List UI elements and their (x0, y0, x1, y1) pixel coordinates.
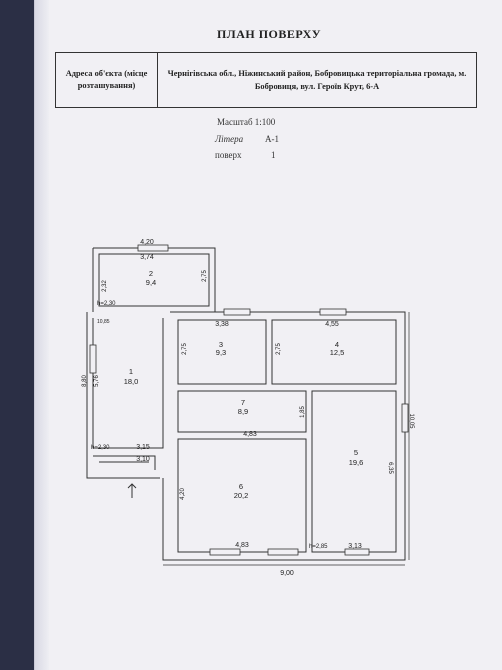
dim-r3-width: 3,38 (215, 321, 229, 328)
dim-left-inner: 5,76 (94, 375, 100, 387)
room-7-number: 7 (241, 398, 245, 407)
dim-r2-right: 2,75 (202, 270, 208, 282)
dim-w-313: 3,13 (348, 543, 362, 550)
page-title: ПЛАН ПОВЕРХУ (216, 27, 322, 41)
address-label: Адреса об'єкта (місце розташування) (56, 53, 158, 107)
scale-text: Масштаб 1:100 (217, 117, 276, 127)
dim-r6-height: 4,20 (180, 488, 186, 500)
dim-h-285: h=2,85 (309, 544, 328, 550)
dim-right-outer: 10,05 (408, 413, 414, 429)
address-value: Чернігівська обл., Ніжинський район, Боб… (167, 69, 467, 91)
room-2-number: 2 (149, 269, 153, 278)
document-page: ПЛАН ПОВЕРХУ Адреса об'єкта (місце розта… (34, 0, 502, 670)
dim-h-mid: h=2,30 (91, 445, 110, 451)
floor-label: поверх (215, 150, 242, 160)
dim-r2-left: 2,32 (102, 280, 108, 292)
room-5-area: 19,6 (349, 458, 364, 467)
room-1-number: 1 (129, 367, 133, 376)
dim-top-outer: 4,20 (140, 239, 154, 246)
dim-w-310: 3,10 (136, 456, 150, 463)
dim-r4-height: 2,75 (276, 343, 282, 355)
room-1-area: 18,0 (124, 377, 139, 386)
room-2-area: 9,4 (146, 278, 156, 287)
dim-r6-width: 4,83 (235, 542, 249, 549)
dim-w-315: 3,15 (136, 444, 150, 451)
dim-r7-width: 4,83 (243, 431, 257, 438)
dim-tag: 10,85 (97, 319, 110, 325)
dim-left-outer: 8,80 (82, 375, 88, 387)
floor-plan-drawing: 2 9,4 1 18,0 3 9,3 4 12,5 7 8,9 6 20,2 5… (82, 239, 414, 577)
room-6-area: 20,2 (234, 491, 249, 500)
dim-r3-height: 2,75 (182, 343, 188, 355)
room-7-area: 8,9 (238, 407, 248, 416)
dim-r5-height: 6,35 (387, 462, 393, 474)
room-3-area: 9,3 (216, 348, 226, 357)
floor-value: 1 (271, 150, 276, 160)
dim-h-top: h=2,30 (97, 301, 116, 307)
dim-bottom-total: 9,00 (280, 570, 294, 577)
room-3-number: 3 (219, 340, 223, 349)
dim-r7-height: 1,85 (300, 406, 306, 418)
litera-label: Літера (215, 134, 244, 144)
binding-edge (35, 0, 49, 670)
dim-r4-width: 4,55 (325, 321, 339, 328)
dim-top-inner: 3,74 (140, 254, 154, 261)
room-4-number: 4 (335, 340, 339, 349)
litera-value: А-1 (265, 134, 279, 144)
room-5-number: 5 (354, 448, 358, 457)
address-table: Адреса об'єкта (місце розташування) Черн… (55, 52, 477, 108)
room-4-area: 12,5 (330, 348, 345, 357)
room-6-number: 6 (239, 482, 243, 491)
